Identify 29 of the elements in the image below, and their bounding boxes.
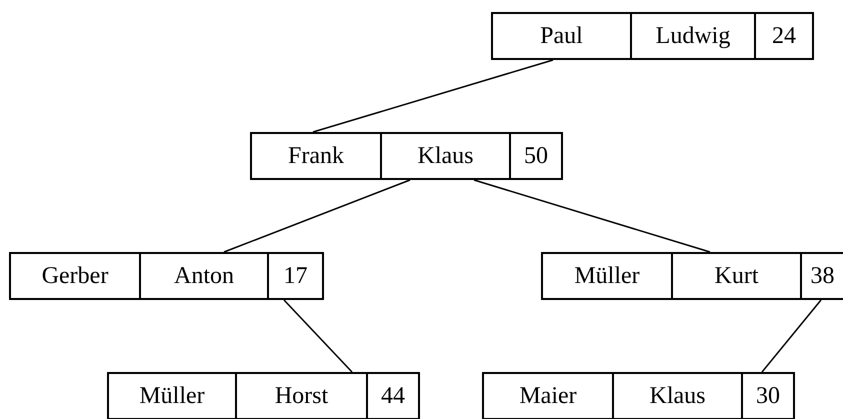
record-field: 44 <box>366 374 418 418</box>
record-box <box>482 372 795 419</box>
record-field: 24 <box>754 14 812 58</box>
record-field: Klaus <box>612 374 741 418</box>
record-field: 30 <box>741 374 793 418</box>
record-field: Klaus <box>380 134 509 178</box>
record-field: 50 <box>509 134 561 178</box>
record-field: Gerber <box>11 254 139 298</box>
tree-edge <box>474 179 710 253</box>
record-box <box>107 372 420 419</box>
record-field: Frank <box>252 134 380 178</box>
tree-edge <box>224 179 410 253</box>
record-box <box>9 252 324 300</box>
record-field: Ludwig <box>630 14 754 58</box>
tree-edge <box>312 59 554 133</box>
record-field: 38 <box>800 254 843 298</box>
record-field: Maier <box>484 374 612 418</box>
record-box <box>541 252 843 300</box>
record-field: 17 <box>267 254 322 298</box>
record-box <box>250 132 563 180</box>
tree-edge <box>283 299 353 373</box>
record-field: Kurt <box>671 254 800 298</box>
record-field: Müller <box>109 374 235 418</box>
record-box <box>491 12 814 60</box>
record-field: Anton <box>139 254 267 298</box>
record-field: Horst <box>235 374 366 418</box>
tree-edge <box>761 300 822 372</box>
record-field: Paul <box>493 14 630 58</box>
record-field: Müller <box>543 254 671 298</box>
